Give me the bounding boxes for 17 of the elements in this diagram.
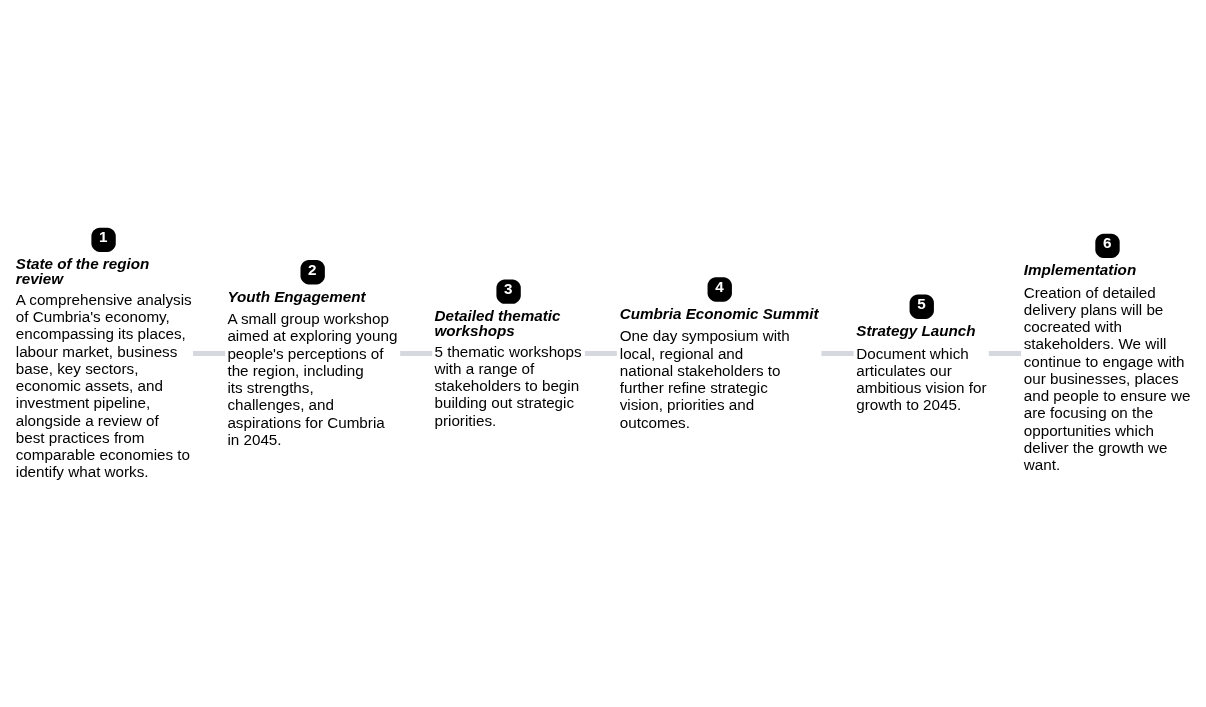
node-label: A comprehensive analysis of Cumbria's economy, encompassing its places, labour market, business base, key sectors, economic assets, and investment pipeline, alongside a review of best practices from comparable economies to identify what works. (15, 290, 192, 481)
node-label: One day symposium with local, regional and national stakeholders to further refine strategic vision, priorities and outcomes. (619, 327, 790, 431)
node-label: State of the region review (15, 255, 150, 288)
node-label: Creation of detailed delivery plans will be cocreated with stakeholders. We will continue to engage with our businesses, places and people to ensure we are focusing on the opportunities which deliver the growth we want. (1023, 283, 1191, 474)
connector (193, 350, 226, 357)
connector (584, 350, 617, 357)
node-label: Implementation (1023, 261, 1137, 279)
node-label: Strategy Launch (856, 322, 976, 340)
node-label: Document which articulates our ambitious vision for growth to 2045. (856, 344, 987, 414)
connector (988, 350, 1022, 357)
node-label: Youth Engagement (227, 287, 366, 305)
node-label: Detailed thematic workshops (434, 307, 561, 340)
node-label: A small group workshop aimed at exploring young people's perceptions of the region, including its strengths, challenges, and aspirations for Cumbria in 2045. (227, 310, 398, 448)
node-label: Cumbria Economic Summit (619, 304, 819, 322)
connector (400, 350, 433, 357)
node-label: 5 thematic workshops with a range of stakeholders to begin building out strategic priorities. (434, 342, 582, 429)
connector (821, 350, 854, 357)
